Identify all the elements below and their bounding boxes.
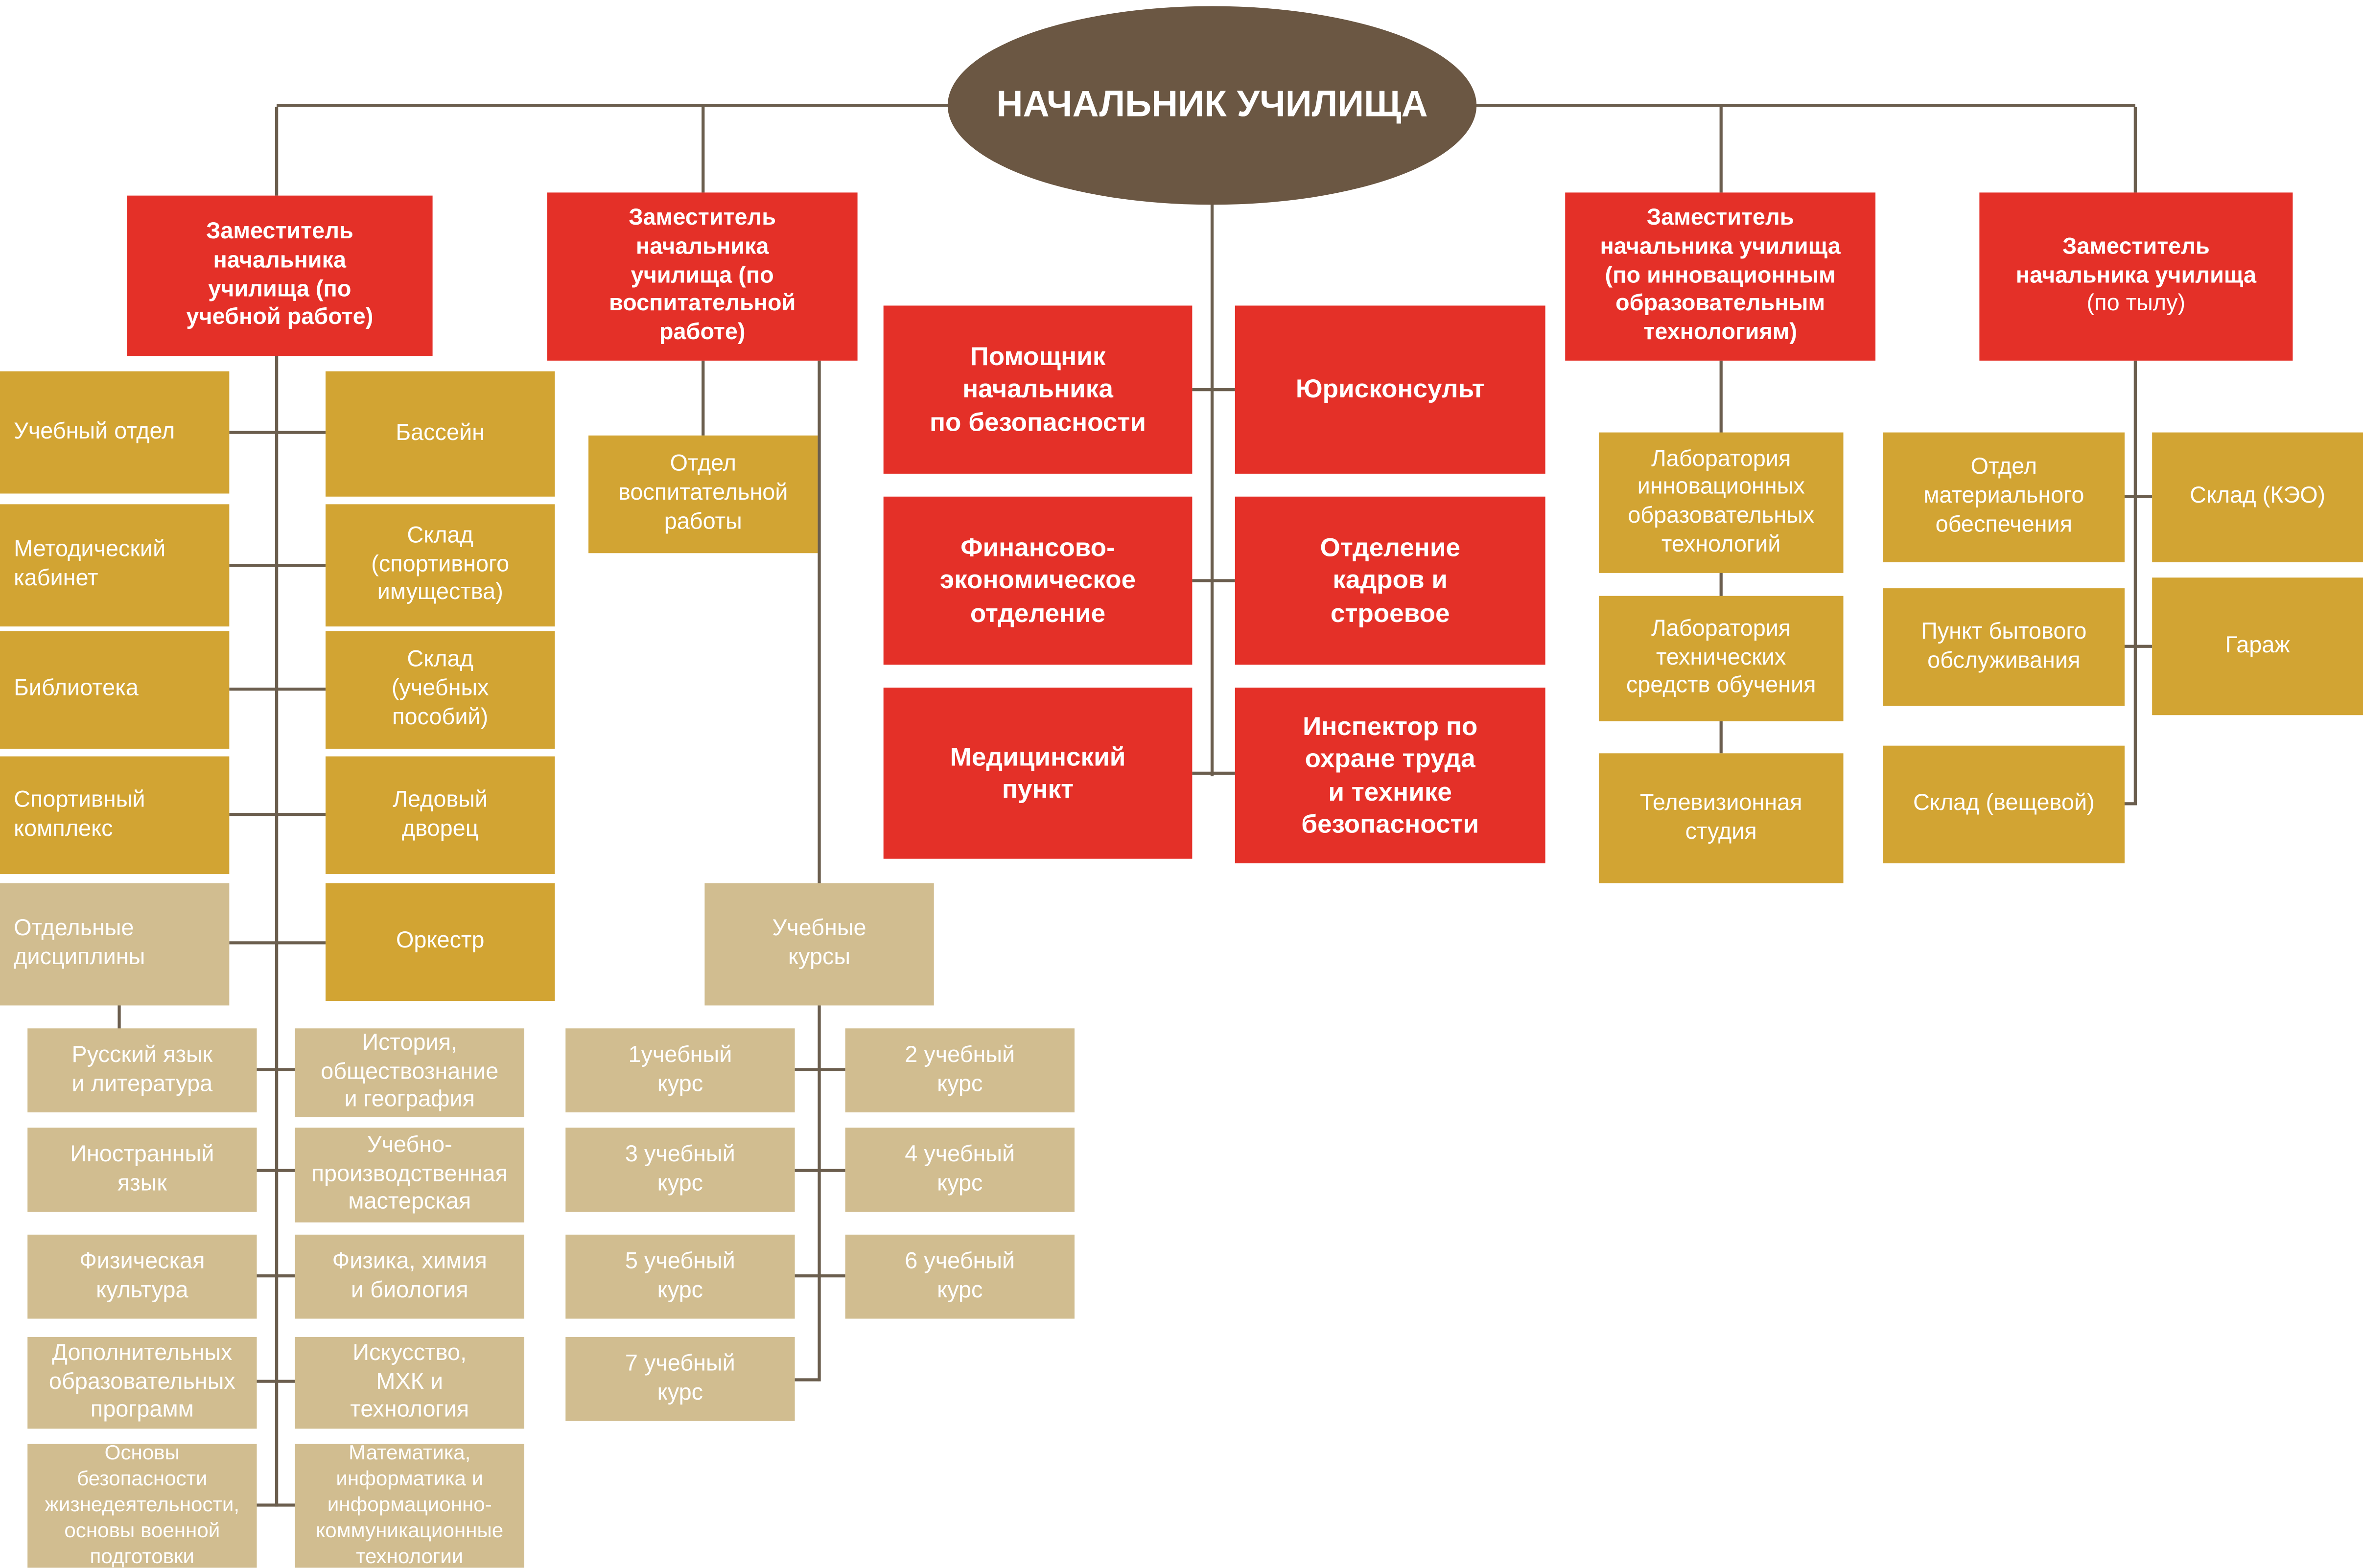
node-study-courses: Учебные курсы bbox=[704, 883, 934, 1006]
node-course-6: 6 учебный курс bbox=[845, 1234, 1075, 1319]
connector-stub-row1 bbox=[229, 431, 326, 434]
node-additional-programs: Дополнительных образовательных программ bbox=[27, 1337, 257, 1429]
node-head-of-school: НАЧАЛЬНИК УЧИЛИЩА bbox=[947, 6, 1477, 205]
node-lab-innovation: Лаборатория инновационных образовательны… bbox=[1598, 432, 1844, 573]
head-of-school-label: НАЧАЛЬНИК УЧИЛИЩА bbox=[996, 84, 1428, 126]
connector-stub-disc3 bbox=[257, 1274, 295, 1278]
connector-stub-disc1 bbox=[257, 1068, 295, 1071]
connector-upbringing-dept-drop bbox=[702, 360, 705, 436]
node-garage: Гараж bbox=[2152, 577, 2363, 715]
node-medical-point: Медицинский пункт bbox=[883, 688, 1193, 859]
connector-stub-security-legal bbox=[1192, 388, 1235, 392]
node-deputy-innovation: Заместитель начальника училища (по иннов… bbox=[1565, 192, 1876, 361]
node-foreign-language: Иностранный язык bbox=[27, 1128, 257, 1212]
connector-stub-course2 bbox=[795, 1169, 845, 1172]
node-edu-dept: Учебный отдел bbox=[0, 371, 230, 494]
node-russian-language: Русский язык и литература bbox=[27, 1028, 257, 1113]
node-method-office: Методический кабинет bbox=[0, 504, 230, 627]
node-upbringing-dept: Отдел воспитательной работы bbox=[588, 435, 818, 553]
node-tv-studio: Телевизионная студия bbox=[1598, 753, 1844, 883]
node-deputy-upbringing: Заместитель начальника училища (по воспи… bbox=[547, 192, 858, 361]
node-physics-chemistry: Физика, химия и биология bbox=[295, 1234, 524, 1319]
connector-stub-disc4 bbox=[257, 1380, 295, 1383]
connector-stub-disc5 bbox=[257, 1503, 295, 1507]
connector-stub-course4 bbox=[795, 1378, 819, 1382]
node-physical-culture: Физическая культура bbox=[27, 1234, 257, 1319]
connector-disciplines-drop bbox=[117, 1002, 121, 1030]
node-course-1: 1учебный курс bbox=[565, 1028, 795, 1113]
connector-stub-finance-hr bbox=[1192, 579, 1235, 582]
node-course-3: 3 учебный курс bbox=[565, 1128, 795, 1212]
node-course-7: 7 учебный курс bbox=[565, 1337, 795, 1421]
node-sport-complex: Спортивный комплекс bbox=[0, 756, 230, 874]
node-ice-palace: Ледовый дворец bbox=[326, 756, 555, 874]
connector-drop-upbringing bbox=[702, 107, 705, 193]
node-household-point: Пункт бытового обслуживания bbox=[1883, 588, 2125, 706]
deputy-rear-subtitle: (по тылу) bbox=[2086, 291, 2186, 317]
node-art-technology: Искусство, МХК и технология bbox=[295, 1337, 524, 1429]
deputy-rear-title: Заместитель начальника училища bbox=[2015, 233, 2257, 288]
node-course-4: 4 учебный курс bbox=[845, 1128, 1075, 1212]
connector-stub-disc2 bbox=[257, 1169, 295, 1172]
node-course-5: 5 учебный курс bbox=[565, 1234, 795, 1319]
connector-courses-vertical bbox=[818, 1005, 821, 1382]
node-warehouse-keo: Склад (КЭО) bbox=[2152, 432, 2363, 563]
connector-drop-education bbox=[275, 107, 279, 196]
node-workshop: Учебно- производственная мастерская bbox=[295, 1128, 524, 1222]
node-warehouse-clothes: Склад (вещевой) bbox=[1883, 745, 2125, 864]
node-course-2: 2 учебный курс bbox=[845, 1028, 1075, 1113]
connector-education-vertical bbox=[275, 356, 279, 1507]
connector-center-vertical bbox=[1210, 198, 1214, 777]
node-library: Библиотека bbox=[0, 631, 230, 749]
node-material-dept: Отдел материального обеспечения bbox=[1883, 432, 2125, 563]
connector-stub-medical-inspector bbox=[1192, 771, 1235, 775]
node-math-informatics: Математика, информатика и информационно-… bbox=[295, 1441, 524, 1568]
node-labor-inspector: Инспектор по охране труда и технике безо… bbox=[1235, 688, 1545, 864]
connector-stub-rear1 bbox=[2124, 495, 2152, 498]
connector-stub-rear2 bbox=[2124, 645, 2152, 648]
node-history-geography: История, обществознание и география bbox=[295, 1028, 524, 1117]
node-life-safety: Основы безопасности жизнедеятельности, о… bbox=[27, 1441, 257, 1568]
node-hr-dept: Отделение кадров и строевое bbox=[1235, 496, 1545, 665]
node-pool: Бассейн bbox=[326, 371, 555, 497]
node-deputy-rear: Заместитель начальника училища (по тылу) bbox=[1979, 192, 2293, 361]
connector-courses-long-drop bbox=[818, 360, 821, 883]
node-orchestra: Оркестр bbox=[326, 883, 555, 1001]
node-lab-technical: Лаборатория технических средств обучения bbox=[1598, 596, 1844, 721]
connector-rear-vertical bbox=[2133, 360, 2137, 804]
node-warehouse-edu: Склад (учебных пособий) bbox=[326, 631, 555, 749]
node-legal-counsel: Юрисконсульт bbox=[1235, 305, 1545, 474]
connector-stub-row4 bbox=[229, 813, 326, 816]
node-assistant-security: Помощник начальника по безопасности bbox=[883, 305, 1193, 474]
connector-stub-row3 bbox=[229, 688, 326, 691]
connector-stub-course3 bbox=[795, 1274, 845, 1278]
connector-stub-rear3 bbox=[2124, 802, 2137, 806]
connector-stub-row2 bbox=[229, 564, 326, 567]
node-warehouse-sport: Склад (спортивного имущества) bbox=[326, 504, 555, 627]
connector-stub-row5 bbox=[229, 941, 326, 945]
node-separate-disciplines: Отдельные дисциплины bbox=[0, 883, 230, 1006]
node-finance-dept: Финансово- экономическое отделение bbox=[883, 496, 1193, 665]
connector-drop-rear bbox=[2133, 107, 2137, 193]
node-deputy-education: Заместитель начальника училища (по учебн… bbox=[127, 195, 433, 356]
connector-stub-course1 bbox=[795, 1068, 845, 1071]
connector-drop-innovation bbox=[1719, 107, 1723, 193]
